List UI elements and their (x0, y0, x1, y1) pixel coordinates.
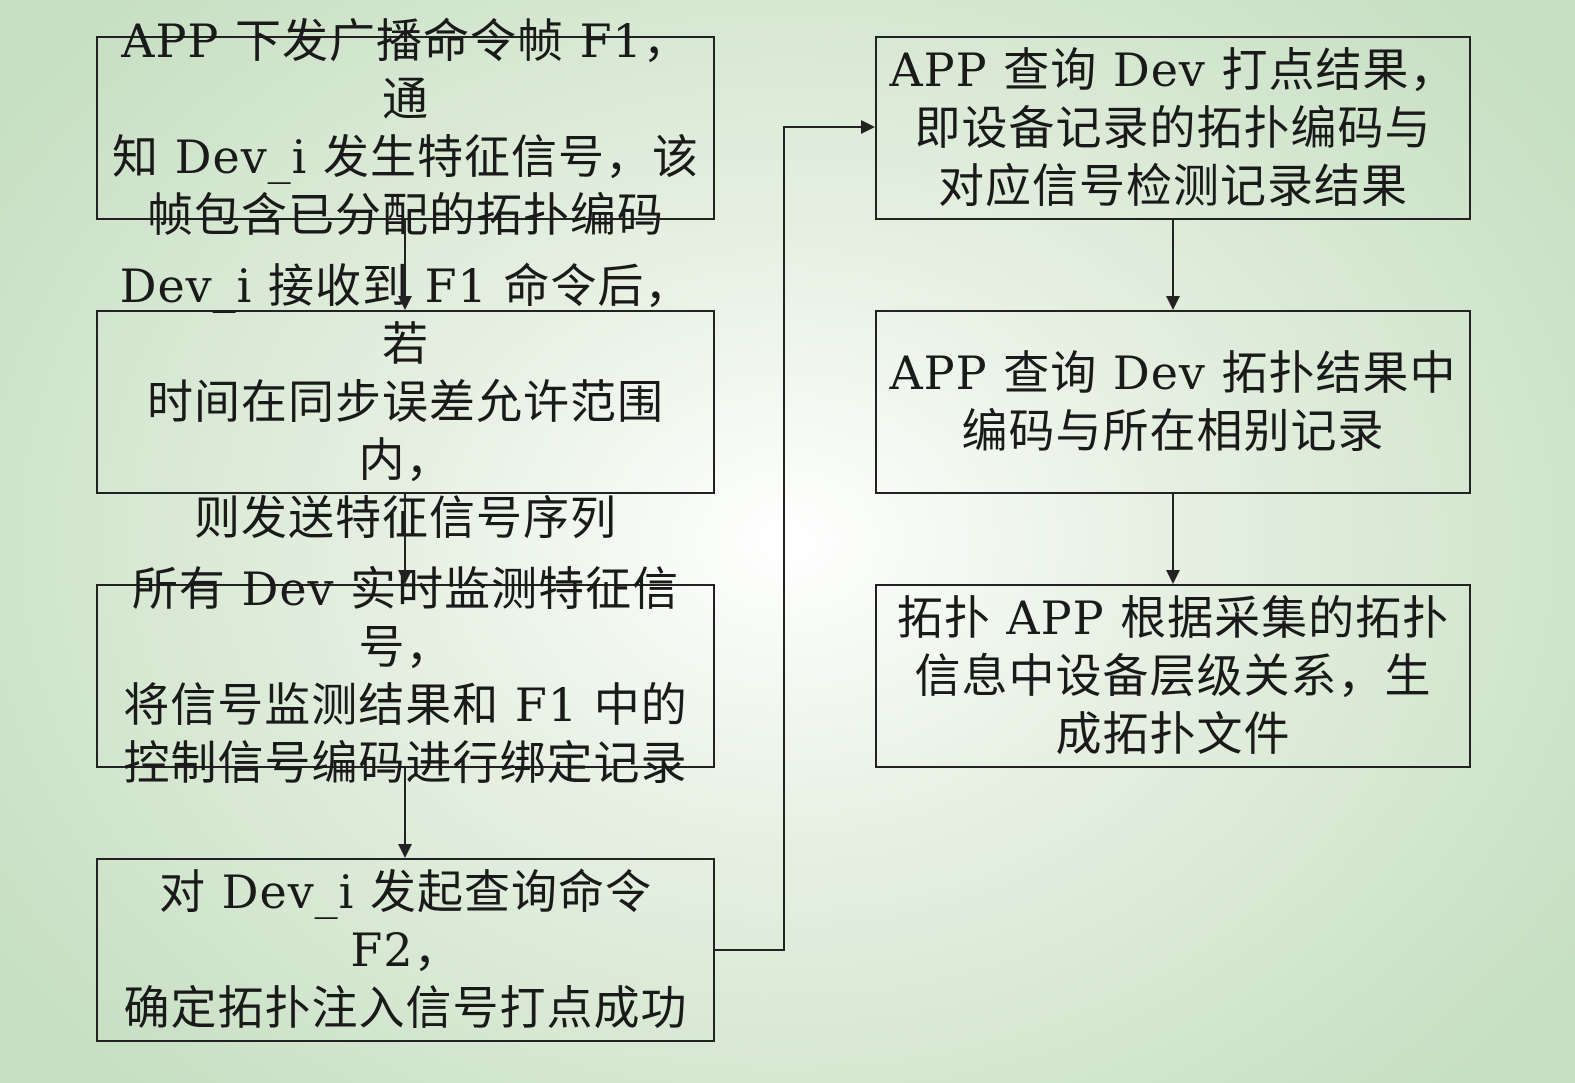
node-broadcast-f1-text: APP 下发广播命令帧 F1，通 知 Dev_i 发生特征信号，该 帧包含已分配… (111, 14, 700, 242)
node-monitor-signal: 所有 Dev 实时监测特征信号， 将信号监测结果和 F1 中的 控制信号编码进行… (96, 562, 715, 790)
node-generate-topology-file: 拓扑 APP 根据采集的拓扑 信息中设备层级关系，生 成拓扑文件 (875, 584, 1471, 768)
node-monitor-signal-text: 所有 Dev 实时监测特征信号， 将信号监测结果和 F1 中的 控制信号编码进行… (123, 562, 688, 790)
node-query-dot-result: APP 查询 Dev 打点结果， 即设备记录的拓扑编码与 对应信号检测记录结果 (875, 36, 1471, 220)
node-query-topology-result: APP 查询 Dev 拓扑结果中 编码与所在相别记录 (875, 310, 1471, 494)
node-receive-f1-text: Dev_i 接收到 F1 命令后，若 时间在同步误差允许范围内， 则发送特征信号… (119, 259, 692, 545)
node-receive-f1: Dev_i 接收到 F1 命令后，若 时间在同步误差允许范围内， 则发送特征信号… (96, 259, 715, 545)
node-query-f2-text: 对 Dev_i 发起查询命令 F2， 确定拓扑注入信号打点成功 (123, 865, 688, 1035)
edge-n4-n5 (715, 120, 875, 951)
node-query-topology-result-text: APP 查询 Dev 拓扑结果中 编码与所在相别记录 (889, 346, 1457, 458)
node-generate-topology-file-text: 拓扑 APP 根据采集的拓扑 信息中设备层级关系，生 成拓扑文件 (896, 591, 1450, 761)
node-broadcast-f1: APP 下发广播命令帧 F1，通 知 Dev_i 发生特征信号，该 帧包含已分配… (96, 14, 715, 242)
node-query-dot-result-text: APP 查询 Dev 打点结果， 即设备记录的拓扑编码与 对应信号检测记录结果 (889, 43, 1457, 213)
node-query-f2: 对 Dev_i 发起查询命令 F2， 确定拓扑注入信号打点成功 (96, 858, 715, 1042)
